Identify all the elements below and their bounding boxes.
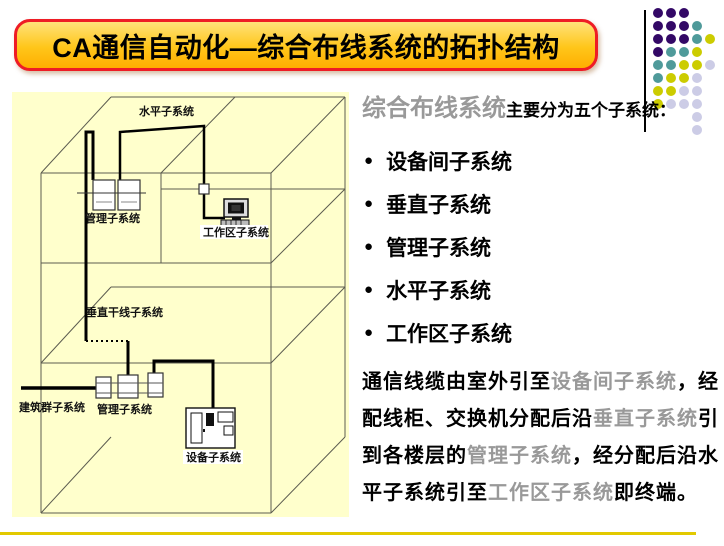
label-campus-subsystem: 建筑群子系统 (19, 400, 85, 414)
paragraph-segment: ，经分配后沿水平子系统引至 (362, 445, 719, 504)
paragraph-segment: ，经配线柜、交换机分配后沿 (362, 371, 719, 430)
building-wireframe (40, 96, 346, 514)
label-management-subsystem-upper: 管理子系统 (85, 211, 140, 225)
title-banner: CA通信自动化—综合布线系统的拓扑结构 (14, 19, 598, 71)
decor-dot (666, 47, 676, 57)
subsystem-item-label: 管理子系统 (386, 236, 492, 260)
label-riser-subsystem: 垂直干线子系统 (86, 305, 163, 319)
label-workarea-subsystem: 工作区子系统 (203, 225, 269, 239)
bullet-icon: ● (364, 324, 374, 341)
decor-dot (653, 21, 663, 31)
slide-title: CA通信自动化—综合布线系统的拓扑结构 (52, 32, 560, 63)
subsystem-item: ● 垂直子系统 (364, 192, 720, 217)
paragraph-segment: 通信线缆由室外引至 (362, 371, 551, 393)
label-horizontal-subsystem: 水平子系统 (139, 104, 194, 118)
decor-dot (679, 47, 689, 57)
subsystem-item: ● 工作区子系统 (364, 321, 720, 346)
decor-dot (653, 8, 663, 18)
decor-dot (666, 86, 676, 96)
decor-dot (692, 34, 702, 44)
heading-segment: 主要分为五个子系统： (506, 101, 676, 120)
decor-dot (666, 34, 676, 44)
decor-dot (653, 34, 663, 44)
subsystem-item: ● 管理子系统 (364, 235, 720, 260)
decor-dot (692, 21, 702, 31)
content-panel: 综合布线系统主要分为五个子系统： ● 设备间子系统 ● 垂直子系统 ● 管理子系统 ● 水平子… (362, 88, 720, 512)
decor-dot (679, 73, 689, 83)
decor-dot (692, 99, 702, 109)
equipment-box-icon (185, 407, 236, 449)
decor-dot (666, 60, 676, 70)
label-management-subsystem-lower: 管理子系统 (97, 402, 152, 416)
heading-segment: 综合布线系统 (362, 95, 506, 122)
decor-dot (679, 86, 689, 96)
bullet-icon: ● (364, 281, 374, 298)
decor-dot (692, 47, 702, 57)
subsystem-item-label: 垂直子系统 (386, 193, 492, 217)
bullet-icon: ● (364, 238, 374, 255)
decor-vertical-line (644, 10, 646, 132)
decor-dot (666, 99, 676, 109)
decor-dot (692, 112, 702, 122)
decor-dot (705, 60, 715, 70)
decor-dot (705, 34, 715, 44)
decor-dot (653, 86, 663, 96)
subsystem-list: ● 设备间子系统 ● 垂直子系统 ● 管理子系统 ● 水平子系统 ● 工作区子系统 (364, 149, 720, 346)
bottom-accent-line (0, 532, 696, 535)
decor-dots (653, 8, 723, 138)
equipment-label-bg (183, 450, 243, 464)
decor-dot (692, 73, 702, 83)
subsystem-item-label: 水平子系统 (386, 279, 492, 303)
paragraph-segment: 管理子系统 (467, 445, 572, 467)
decor-dot (679, 60, 689, 70)
subsystem-item: ● 水平子系统 (364, 278, 720, 303)
section-heading: 综合布线系统主要分为五个子系统： (362, 88, 720, 123)
wall-outlet (198, 183, 210, 195)
cables (21, 124, 225, 409)
riser-cable (84, 130, 95, 341)
management-cabinets-upper (77, 179, 146, 211)
management-cabinets-lower (95, 372, 164, 399)
paragraph-segment: 设备间子系统 (551, 371, 677, 393)
decor-dot (679, 34, 689, 44)
decor-dot (666, 8, 676, 18)
topology-diagram: 水平子系统 管理子系统 工作区子系统 垂直干线子系统 建筑群子系统 管理子系统 … (12, 92, 349, 517)
equipment-cable (152, 359, 215, 409)
decor-dot (692, 125, 702, 135)
paragraph-segment: 工作区子系统 (488, 482, 614, 504)
decor-dot (692, 60, 702, 70)
decor-dot (666, 73, 676, 83)
description-paragraph: 通信线缆由室外引至设备间子系统，经配线柜、交换机分配后沿垂直子系统引到各楼层的管… (362, 364, 720, 512)
building-wireframe-svg: 水平子系统 管理子系统 工作区子系统 垂直干线子系统 建筑群子系统 管理子系统 … (19, 96, 346, 514)
computer-icon (220, 198, 250, 228)
decor-dot (653, 60, 663, 70)
subsystem-item-label: 设备间子系统 (386, 150, 513, 174)
paragraph-segment: 即终端。 (614, 482, 698, 504)
subsystem-item: ● 设备间子系统 (364, 149, 720, 174)
decor-dot (653, 73, 663, 83)
decor-dot (666, 21, 676, 31)
decor-dot (679, 8, 689, 18)
decor-dot (653, 99, 663, 109)
bullet-icon: ● (364, 152, 374, 169)
workarea-label-bg (200, 225, 268, 239)
decor-dot (653, 47, 663, 57)
decor-dot (692, 86, 702, 96)
decor-dot (679, 99, 689, 109)
label-equipment-subsystem: 设备子系统 (186, 450, 241, 464)
horizontal-cable (118, 124, 225, 220)
paragraph-segment: 引到各楼层的 (362, 408, 719, 467)
decor-dot (679, 21, 689, 31)
bullet-icon: ● (364, 195, 374, 212)
subsystem-item-label: 工作区子系统 (386, 322, 513, 346)
paragraph-segment: 垂直子系统 (593, 408, 698, 430)
